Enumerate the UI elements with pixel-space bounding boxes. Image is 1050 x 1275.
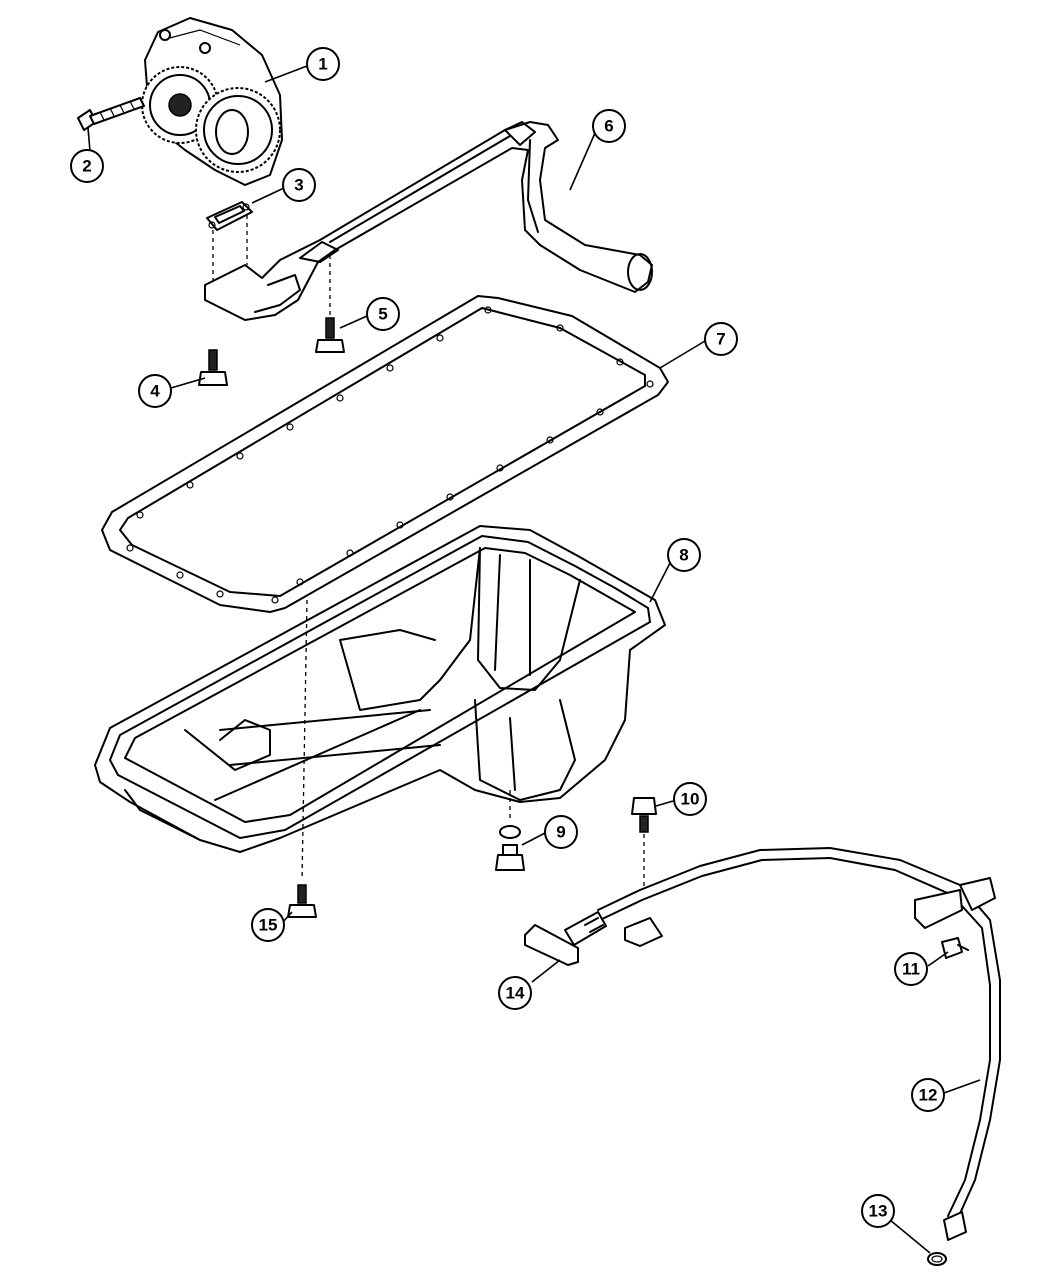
pickup-tube-bolt xyxy=(198,349,228,386)
pump-bolt xyxy=(77,97,145,131)
pickup-tube-gasket xyxy=(206,201,253,290)
svg-text:6: 6 xyxy=(604,117,613,136)
svg-text:10: 10 xyxy=(681,790,700,809)
svg-text:15: 15 xyxy=(259,916,278,935)
dipstick-tube-bolt xyxy=(631,797,657,890)
svg-text:1: 1 xyxy=(318,55,327,74)
svg-text:3: 3 xyxy=(294,176,303,195)
callout-2: 2 xyxy=(70,149,104,183)
oil-pump xyxy=(141,17,283,186)
callout-13: 13 xyxy=(861,1194,895,1228)
oil-pan xyxy=(94,525,666,881)
pickup-tube-support-bolt xyxy=(315,317,345,353)
callout-4: 4 xyxy=(138,374,172,408)
callout-5: 5 xyxy=(366,297,400,331)
callout-15: 15 xyxy=(251,908,285,942)
dipstick-tube xyxy=(597,847,1001,1241)
svg-text:12: 12 xyxy=(919,1086,938,1105)
svg-text:7: 7 xyxy=(716,330,725,349)
callout-8: 8 xyxy=(667,538,701,572)
callout-10: 10 xyxy=(673,782,707,816)
oil-pickup-tube xyxy=(204,121,653,321)
callout-9: 9 xyxy=(544,815,578,849)
callout-7: 7 xyxy=(704,322,738,356)
svg-text:5: 5 xyxy=(378,305,387,324)
oil-pan-gasket xyxy=(101,295,669,613)
leader-lines xyxy=(87,65,981,1254)
svg-text:2: 2 xyxy=(82,157,91,176)
dipstick-tube-o-ring xyxy=(927,1252,947,1266)
drain-plug xyxy=(495,825,525,871)
callout-14: 14 xyxy=(498,976,532,1010)
oil-pan-bolt xyxy=(287,884,317,918)
svg-text:4: 4 xyxy=(150,382,160,401)
svg-text:11: 11 xyxy=(902,960,920,979)
dipstick xyxy=(524,911,607,966)
svg-text:9: 9 xyxy=(556,823,565,842)
callout-3: 3 xyxy=(282,168,316,202)
svg-text:14: 14 xyxy=(506,984,525,1003)
callout-11: 11 xyxy=(894,952,928,986)
callout-12: 12 xyxy=(911,1078,945,1112)
callout-6: 6 xyxy=(592,109,626,143)
callout-1: 1 xyxy=(306,47,340,81)
svg-text:8: 8 xyxy=(679,546,688,565)
svg-text:13: 13 xyxy=(869,1202,888,1221)
dipstick-tube-nut xyxy=(941,937,969,959)
